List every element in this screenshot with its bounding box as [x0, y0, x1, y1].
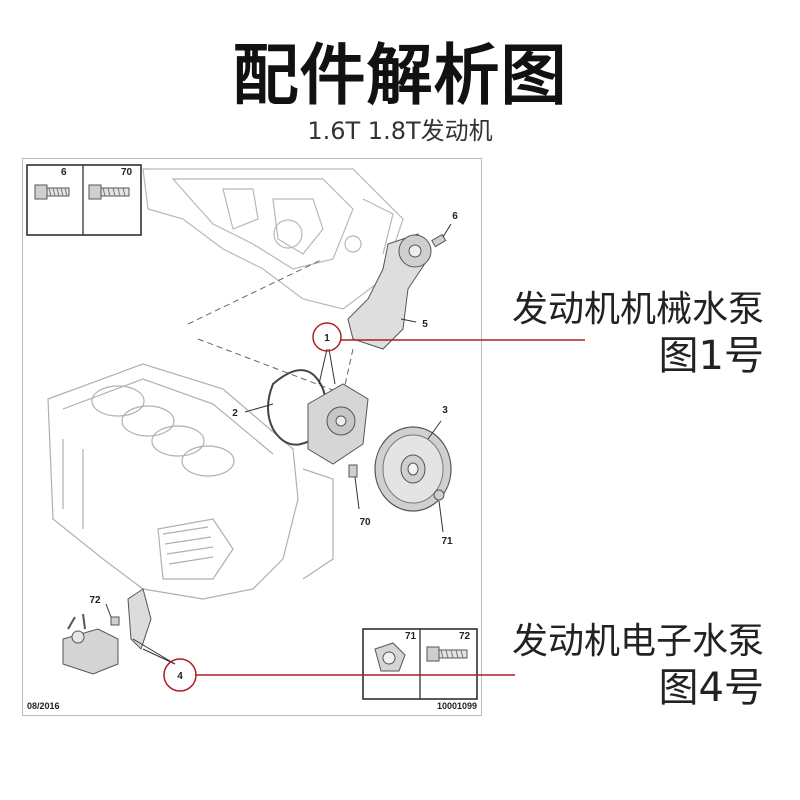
- top-ref-right-number: 70: [121, 167, 133, 178]
- part-label-1: 1: [324, 333, 330, 344]
- part-label-6: 6: [452, 211, 458, 222]
- mechanical-pump-figure: 图1号: [658, 333, 764, 379]
- electronic-pump-callout: 发动机电子水泵 图4号: [512, 620, 764, 712]
- page-subtitle: 1.6T 1.8T发动机: [307, 117, 493, 145]
- bottom-ref-right-number: 72: [459, 631, 471, 642]
- part-label-71: 71: [441, 536, 453, 547]
- bolt-70-icon: [88, 184, 130, 200]
- part-label-3: 3: [442, 405, 448, 416]
- electronic-pump-figure: 图4号: [658, 665, 764, 711]
- bolt-6-icon: [34, 184, 70, 200]
- electronic-pump-name: 发动机电子水泵: [511, 621, 764, 662]
- diagram-id: 10001099: [436, 701, 477, 711]
- part-label-group: 1 2 3 4 5 6 70 71 72: [89, 211, 458, 682]
- part-label-70: 70: [359, 517, 371, 528]
- callout-ring-1: [312, 322, 342, 352]
- bottom-ref-box: [362, 628, 478, 700]
- assembly-dash-lines: [187, 258, 354, 395]
- part-label-5: 5: [422, 319, 428, 330]
- exploded-diagram-frame: 1 2 3 4 5 6 70 71 72 6 70 71 72 08/2016 …: [22, 158, 482, 716]
- exploded-diagram: 1 2 3 4 5 6 70 71 72: [26, 164, 478, 700]
- belt-tensioner: [347, 233, 447, 350]
- page-title: 配件解析图: [232, 37, 568, 114]
- mechanical-water-pump: [307, 383, 369, 465]
- water-pump-pulley: [374, 426, 452, 512]
- top-ref-left-number: 6: [61, 167, 67, 178]
- part-label-72: 72: [89, 595, 101, 606]
- bolt-70-part: [348, 464, 358, 478]
- upper-engine-block: [142, 168, 404, 310]
- mechanical-pump-name: 发动机机械水泵: [511, 289, 764, 330]
- lower-engine-block: [47, 363, 334, 600]
- bolt-72-icon: [426, 646, 468, 662]
- part-leader-lines: [105, 223, 452, 665]
- top-ref-box: [26, 164, 142, 236]
- nut-71-icon: [374, 642, 406, 672]
- mechanical-pump-callout: 发动机机械水泵 图1号: [512, 288, 764, 380]
- electronic-water-pump: [62, 588, 152, 675]
- bottom-ref-left-number: 71: [405, 631, 417, 642]
- nut-71-part: [433, 489, 445, 501]
- diagram-date-code: 08/2016: [27, 701, 60, 711]
- part-label-2: 2: [232, 408, 238, 419]
- part-label-4: 4: [177, 671, 183, 682]
